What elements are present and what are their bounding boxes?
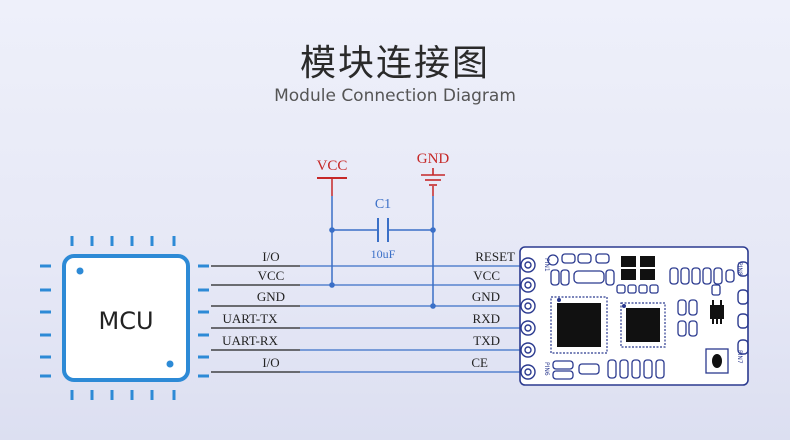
page-title: 模块连接图 — [299, 43, 490, 84]
gnd-label: GND — [417, 151, 450, 167]
mcu-pin-label: VCC — [258, 268, 285, 283]
pcb-left-pads — [520, 257, 536, 380]
pcb-transistor — [710, 300, 724, 324]
mcu-pin-label: UART-TX — [222, 311, 278, 326]
mcu-pin-label: I/O — [262, 249, 279, 264]
pcb-pin7-label: PIN7 — [736, 350, 743, 364]
capacitor-value: 10uF — [371, 247, 396, 261]
capacitor-ref: C1 — [375, 197, 391, 212]
mcu-corner-dot — [166, 360, 174, 368]
mcu-bottom-pins — [70, 390, 176, 400]
module-pin-label: CE — [471, 355, 488, 370]
mcu-pin1-dot — [76, 267, 84, 275]
pcb-pin8-label: PIN8 — [736, 262, 743, 276]
module-pin-label: RXD — [473, 311, 500, 326]
module-pin-label: TXD — [473, 333, 500, 348]
page-subtitle: Module Connection Diagram — [274, 86, 516, 106]
mcu-top-pins — [70, 236, 176, 246]
mcu-left-pins — [40, 264, 51, 378]
ground-icon — [421, 168, 445, 186]
vcc-label: VCC — [317, 158, 348, 174]
pcb-square-pads — [621, 256, 655, 280]
vcc-junction — [329, 282, 335, 288]
mcu-body — [62, 254, 190, 382]
module-pin-label: VCC — [473, 268, 500, 283]
module-pin-labels: RESET VCC GND RXD TXD CE — [471, 249, 515, 370]
pcb-pin6-label: PIN6 — [543, 362, 550, 376]
signal-lines — [211, 265, 520, 373]
pcb-secondary-chip — [620, 302, 666, 348]
module-pin-label: RESET — [475, 249, 515, 264]
mcu-label: MCU — [98, 307, 153, 335]
gnd-junction — [430, 303, 436, 309]
mcu-pin-label: UART-RX — [222, 333, 278, 348]
pcb-main-chip — [550, 296, 608, 354]
pcb-pin1-label: PIN1 — [543, 258, 550, 272]
mcu-chip: MCU — [40, 236, 209, 400]
pcb-switch — [705, 348, 729, 374]
pcb-components — [547, 253, 735, 380]
module-pcb: PIN1 PIN6 PIN8 PIN7 — [519, 246, 749, 386]
mcu-pin-label: I/O — [262, 355, 279, 370]
power-network: VCC GND C1 10uF — [317, 151, 450, 309]
mcu-pin-label: GND — [257, 289, 285, 304]
module-pin-label: GND — [472, 289, 500, 304]
mcu-right-pins — [198, 264, 209, 378]
mcu-pin-labels: I/O VCC GND UART-TX UART-RX I/O — [222, 249, 285, 370]
pcb-right-pads — [737, 261, 749, 355]
